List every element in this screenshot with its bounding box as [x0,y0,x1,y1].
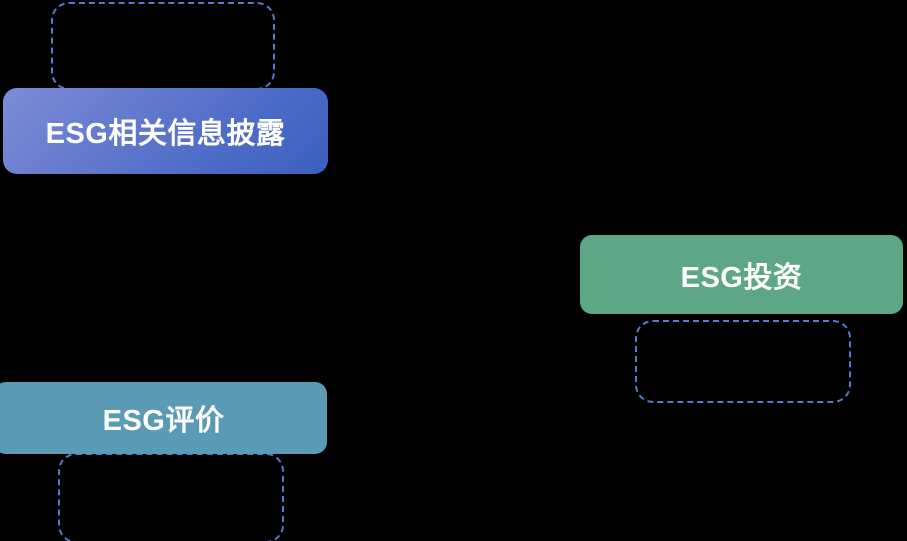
node-esg-rating[interactable]: ESG评价 [0,382,327,454]
dashed-placeholder-right[interactable] [635,320,851,403]
node-esg-rating-label: ESG评价 [102,405,225,437]
node-esg-disclosure-label: ESG相关信息披露 [45,118,286,150]
node-esg-investment-label: ESG投资 [680,261,803,294]
dashed-placeholder-bottom[interactable] [58,453,284,541]
dashed-placeholder-top[interactable] [51,2,275,90]
node-esg-disclosure[interactable]: ESG相关信息披露 [3,88,328,174]
node-esg-investment[interactable]: ESG投资 [580,235,903,314]
